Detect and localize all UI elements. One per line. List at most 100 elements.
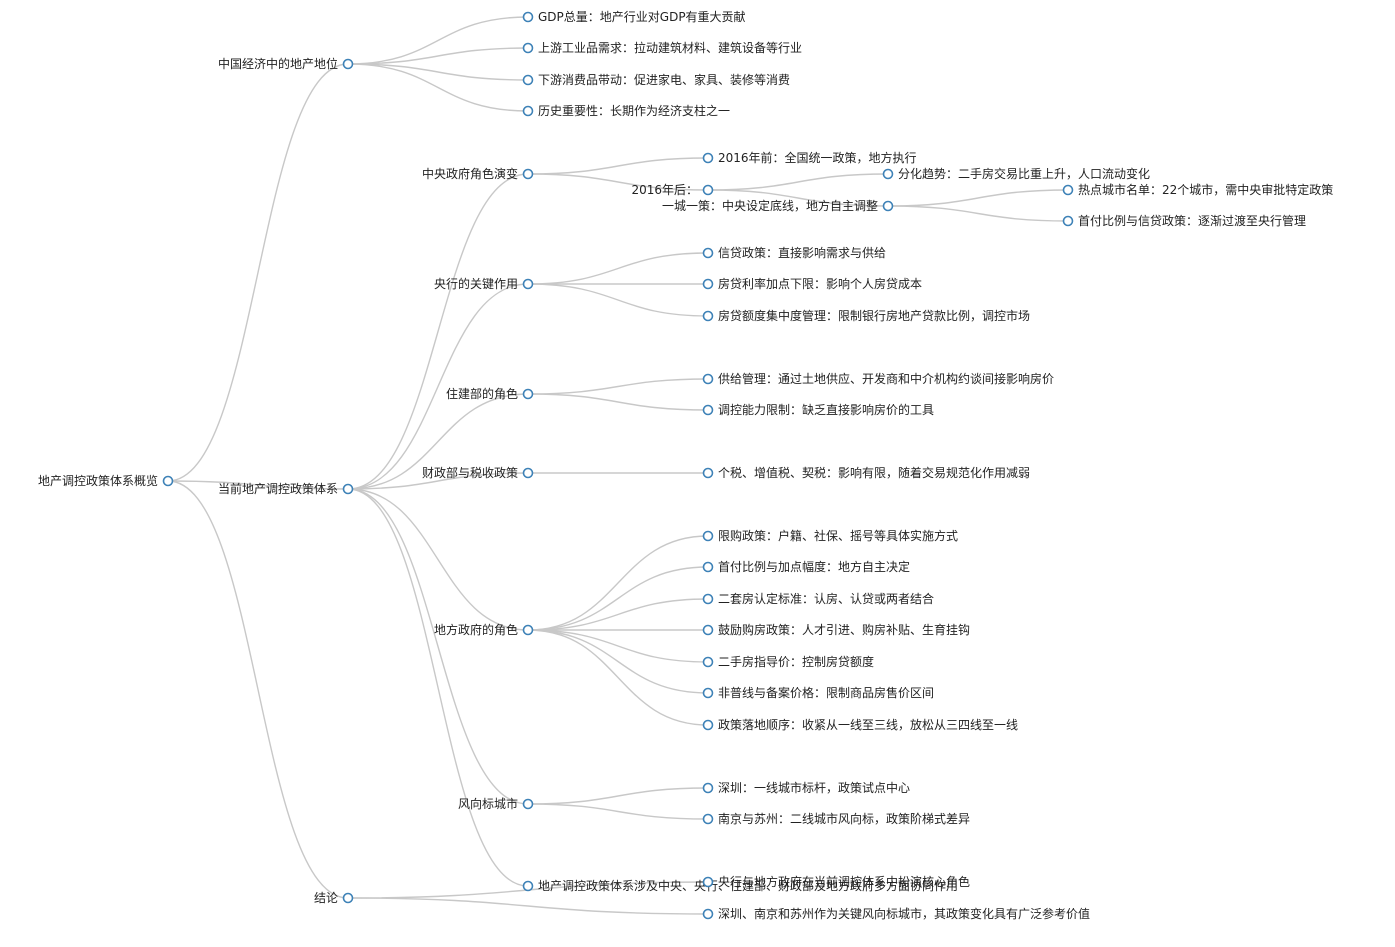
node-mof[interactable]: 财政部与税收政策	[422, 465, 534, 480]
node-label: 深圳：一线城市标杆，政策试点中心	[718, 780, 910, 795]
node-toggle-circle[interactable]	[342, 483, 354, 495]
link-root-to-concl	[167, 480, 349, 899]
node-label: 一城一策：中央设定底线，地方自主调整	[662, 198, 878, 213]
link-post-city-to-city-dp	[887, 205, 1069, 222]
node-toggle-circle[interactable]	[702, 278, 714, 290]
node-toggle-circle[interactable]	[162, 475, 174, 487]
node-toggle-circle[interactable]	[342, 58, 354, 70]
node-toggle-circle[interactable]	[702, 593, 714, 605]
node-label: 上游工业品需求：拉动建筑材料、建筑设备等行业	[538, 40, 802, 55]
node-pboc-credit[interactable]: 信贷政策：直接影响需求与供给	[702, 245, 887, 260]
link-sys-to-sys-summary	[347, 488, 529, 887]
node-toggle-circle[interactable]	[522, 168, 534, 180]
node-local-1[interactable]: 限购政策：户籍、社保、摇号等具体实施方式	[702, 528, 959, 543]
node-toggle-circle[interactable]	[702, 813, 714, 825]
node-city-dp[interactable]: 首付比例与信贷政策：逐渐过渡至央行管理	[1062, 213, 1307, 228]
node-mohurd-limit[interactable]: 调控能力限制：缺乏直接影响房价的工具	[702, 402, 935, 417]
node-toggle-circle[interactable]	[702, 184, 714, 196]
node-vane-sz[interactable]: 深圳：一线城市标杆，政策试点中心	[702, 780, 911, 795]
node-label: 鼓励购房政策：人才引进、购房补贴、生育挂钩	[718, 622, 970, 637]
node-concl[interactable]: 结论	[314, 891, 354, 905]
node-central-post[interactable]: 2016年后：	[631, 183, 714, 197]
link-econ-to-econ-hist	[347, 63, 529, 112]
node-toggle-circle[interactable]	[702, 656, 714, 668]
node-toggle-circle[interactable]	[1062, 215, 1074, 227]
node-econ-hist[interactable]: 历史重要性：长期作为经济支柱之一	[522, 103, 731, 118]
node-toggle-circle[interactable]	[702, 247, 714, 259]
node-label: 房贷额度集中度管理：限制银行房地产贷款比例，调控市场	[718, 308, 1030, 323]
node-label: 非普线与备案价格：限制商品房售价区间	[718, 685, 934, 700]
node-econ-gdp[interactable]: GDP总量：地产行业对GDP有重大贡献	[522, 9, 746, 24]
node-toggle-circle[interactable]	[702, 310, 714, 322]
mindmap-links	[167, 16, 1069, 915]
node-toggle-circle[interactable]	[702, 624, 714, 636]
node-sys[interactable]: 当前地产调控政策体系	[218, 481, 354, 496]
node-toggle-circle[interactable]	[522, 278, 534, 290]
node-vane-nj[interactable]: 南京与苏州：二线城市风向标，政策阶梯式差异	[702, 811, 971, 826]
link-vane-to-vane-nj	[527, 803, 709, 820]
node-toggle-circle[interactable]	[522, 42, 534, 54]
node-toggle-circle[interactable]	[702, 561, 714, 573]
link-local-to-local-5	[527, 629, 709, 663]
node-concl-2[interactable]: 深圳、南京和苏州作为关键风向标城市，其政策变化具有广泛参考价值	[702, 906, 1091, 921]
node-city-hot[interactable]: 热点城市名单：22个城市，需中央审批特定政策	[1062, 182, 1334, 197]
node-econ-up[interactable]: 上游工业品需求：拉动建筑材料、建筑设备等行业	[522, 40, 803, 55]
node-sys-summary[interactable]: 地产调控政策体系涉及中央、央行、住建部、财政部及地方政府多方面协同作用	[522, 878, 959, 893]
node-local[interactable]: 地方政府的角色	[434, 622, 534, 637]
node-pboc-quota[interactable]: 房贷额度集中度管理：限制银行房地产贷款比例，调控市场	[702, 308, 1031, 323]
node-toggle-circle[interactable]	[702, 782, 714, 794]
node-central[interactable]: 中央政府角色演变	[422, 166, 534, 181]
link-pboc-to-pboc-quota	[527, 283, 709, 317]
node-toggle-circle[interactable]	[702, 876, 714, 888]
node-label: 央行的关键作用	[434, 276, 518, 291]
node-local-6[interactable]: 非普线与备案价格：限制商品房售价区间	[702, 685, 935, 700]
link-econ-to-econ-up	[347, 47, 529, 65]
node-toggle-circle[interactable]	[522, 880, 534, 892]
node-local-4[interactable]: 鼓励购房政策：人才引进、购房补贴、生育挂钩	[702, 622, 971, 637]
node-toggle-circle[interactable]	[882, 168, 894, 180]
node-toggle-circle[interactable]	[1062, 184, 1074, 196]
node-mohurd[interactable]: 住建部的角色	[446, 386, 534, 401]
node-toggle-circle[interactable]	[702, 467, 714, 479]
node-toggle-circle[interactable]	[522, 798, 534, 810]
node-local-2[interactable]: 首付比例与加点幅度：地方自主决定	[702, 559, 911, 574]
node-econ[interactable]: 中国经济中的地产地位	[218, 56, 354, 71]
node-toggle-circle[interactable]	[702, 152, 714, 164]
node-toggle-circle[interactable]	[522, 11, 534, 23]
node-central-pre[interactable]: 2016年前：全国统一政策，地方执行	[702, 150, 917, 165]
node-local-7[interactable]: 政策落地顺序：收紧从一线至三线，放松从三四线至一线	[702, 717, 1019, 732]
node-toggle-circle[interactable]	[702, 373, 714, 385]
node-pboc-rate[interactable]: 房贷利率加点下限：影响个人房贷成本	[702, 276, 923, 291]
link-sys-to-vane	[347, 488, 529, 805]
node-local-5[interactable]: 二手房指导价：控制房贷额度	[702, 654, 875, 669]
node-label: 当前地产调控政策体系	[218, 481, 338, 496]
node-toggle-circle[interactable]	[522, 74, 534, 86]
node-toggle-circle[interactable]	[522, 388, 534, 400]
node-mohurd-supply[interactable]: 供给管理：通过土地供应、开发商和中介机构约谈间接影响房价	[702, 371, 1055, 386]
node-toggle-circle[interactable]	[522, 624, 534, 636]
link-local-to-local-7	[527, 629, 709, 726]
node-econ-down[interactable]: 下游消费品带动：促进家电、家具、装修等消费	[522, 72, 791, 87]
node-toggle-circle[interactable]	[702, 404, 714, 416]
node-toggle-circle[interactable]	[522, 105, 534, 117]
node-toggle-circle[interactable]	[522, 467, 534, 479]
node-post-diff[interactable]: 分化趋势：二手房交易比重上升，人口流动变化	[882, 166, 1151, 181]
node-toggle-circle[interactable]	[702, 719, 714, 731]
node-toggle-circle[interactable]	[702, 530, 714, 542]
node-toggle-circle[interactable]	[702, 908, 714, 920]
node-local-3[interactable]: 二套房认定标准：认房、认贷或两者结合	[702, 591, 935, 606]
node-label: 二套房认定标准：认房、认贷或两者结合	[718, 591, 934, 606]
node-toggle-circle[interactable]	[342, 892, 354, 904]
node-toggle-circle[interactable]	[702, 687, 714, 699]
node-mof-tax[interactable]: 个税、增值税、契税：影响有限，随着交易规范化作用减弱	[702, 465, 1031, 480]
node-pboc[interactable]: 央行的关键作用	[434, 276, 534, 291]
link-root-to-sys	[167, 480, 349, 490]
node-root[interactable]: 地产调控政策体系概览	[38, 473, 174, 488]
node-vane[interactable]: 风向标城市	[458, 796, 534, 811]
link-post-city-to-city-hot	[887, 189, 1069, 207]
node-post-city[interactable]: 一城一策：中央设定底线，地方自主调整	[662, 198, 894, 213]
node-concl-1[interactable]: 央行与地方政府在当前调控体系中扮演核心角色	[702, 874, 971, 889]
node-label: GDP总量：地产行业对GDP有重大贡献	[538, 9, 746, 24]
node-toggle-circle[interactable]	[882, 200, 894, 212]
